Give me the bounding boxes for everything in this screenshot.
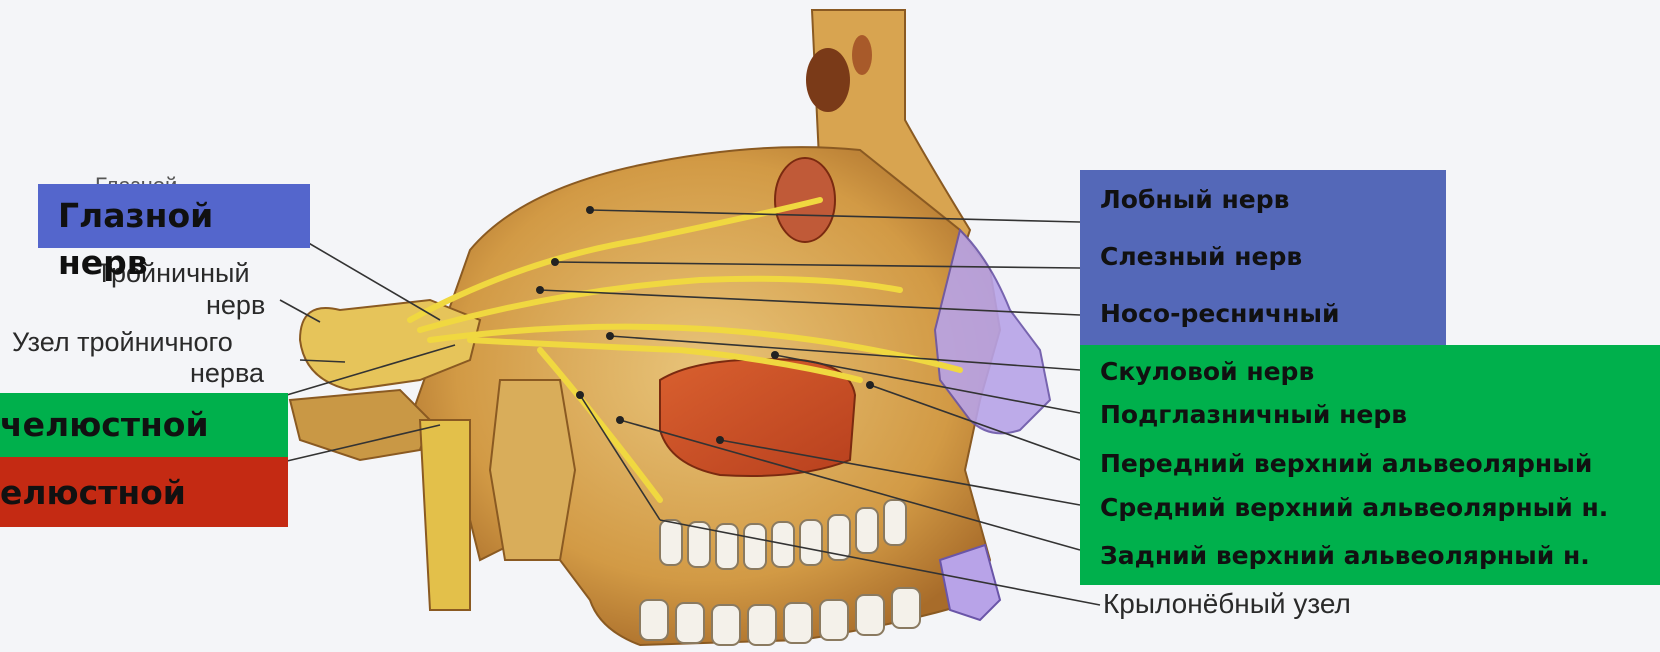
orbit-fat bbox=[775, 158, 835, 242]
ophthalmic-label-line1: Глазной bbox=[58, 196, 213, 235]
lacrimal-nerve-label: Слезный нерв bbox=[1100, 242, 1302, 271]
petrous-bone bbox=[290, 390, 430, 460]
anterior-alveolar-label: Передний верхний альвеолярный bbox=[1100, 449, 1592, 478]
label-ganglion-line1: Узел тройничного bbox=[12, 327, 233, 358]
mandibular-label: елюстной bbox=[0, 473, 186, 512]
zygomatic-nerve-label: Скуловой нерв bbox=[1100, 357, 1314, 386]
ophthalmic-nerve-box: Глазной bbox=[38, 184, 310, 248]
middle-alveolar-label: Средний верхний альвеолярный н. bbox=[1100, 493, 1608, 522]
frontal-sinus bbox=[806, 48, 850, 112]
maxillary-label: челюстной bbox=[0, 405, 209, 444]
posterior-alveolar-label: Задний верхний альвеолярный н. bbox=[1100, 541, 1590, 570]
label-ganglion-line2: нерва bbox=[190, 358, 264, 389]
mandibular-nerve-box: елюстной bbox=[0, 457, 288, 527]
label-trigeminal-line2: нерв bbox=[206, 290, 265, 321]
maxillary-nerve-box: челюстной bbox=[0, 393, 288, 457]
ophthalmic-label-line2: нерв bbox=[58, 243, 148, 282]
nasociliary-nerve-label: Носо-ресничный bbox=[1100, 299, 1340, 328]
infraorbital-nerve-label: Подглазничный нерв bbox=[1100, 400, 1407, 429]
maxillary-branches-box: Скуловой нерв Подглазничный нерв Передни… bbox=[1080, 345, 1660, 585]
ophthalmic-branches-box: Лобный нерв Слезный нерв Носо-ресничный bbox=[1080, 170, 1446, 345]
pterygopalatine-ganglion-label: Крылонёбный узел bbox=[1103, 588, 1351, 619]
frontal-nerve-label: Лобный нерв bbox=[1100, 185, 1289, 214]
